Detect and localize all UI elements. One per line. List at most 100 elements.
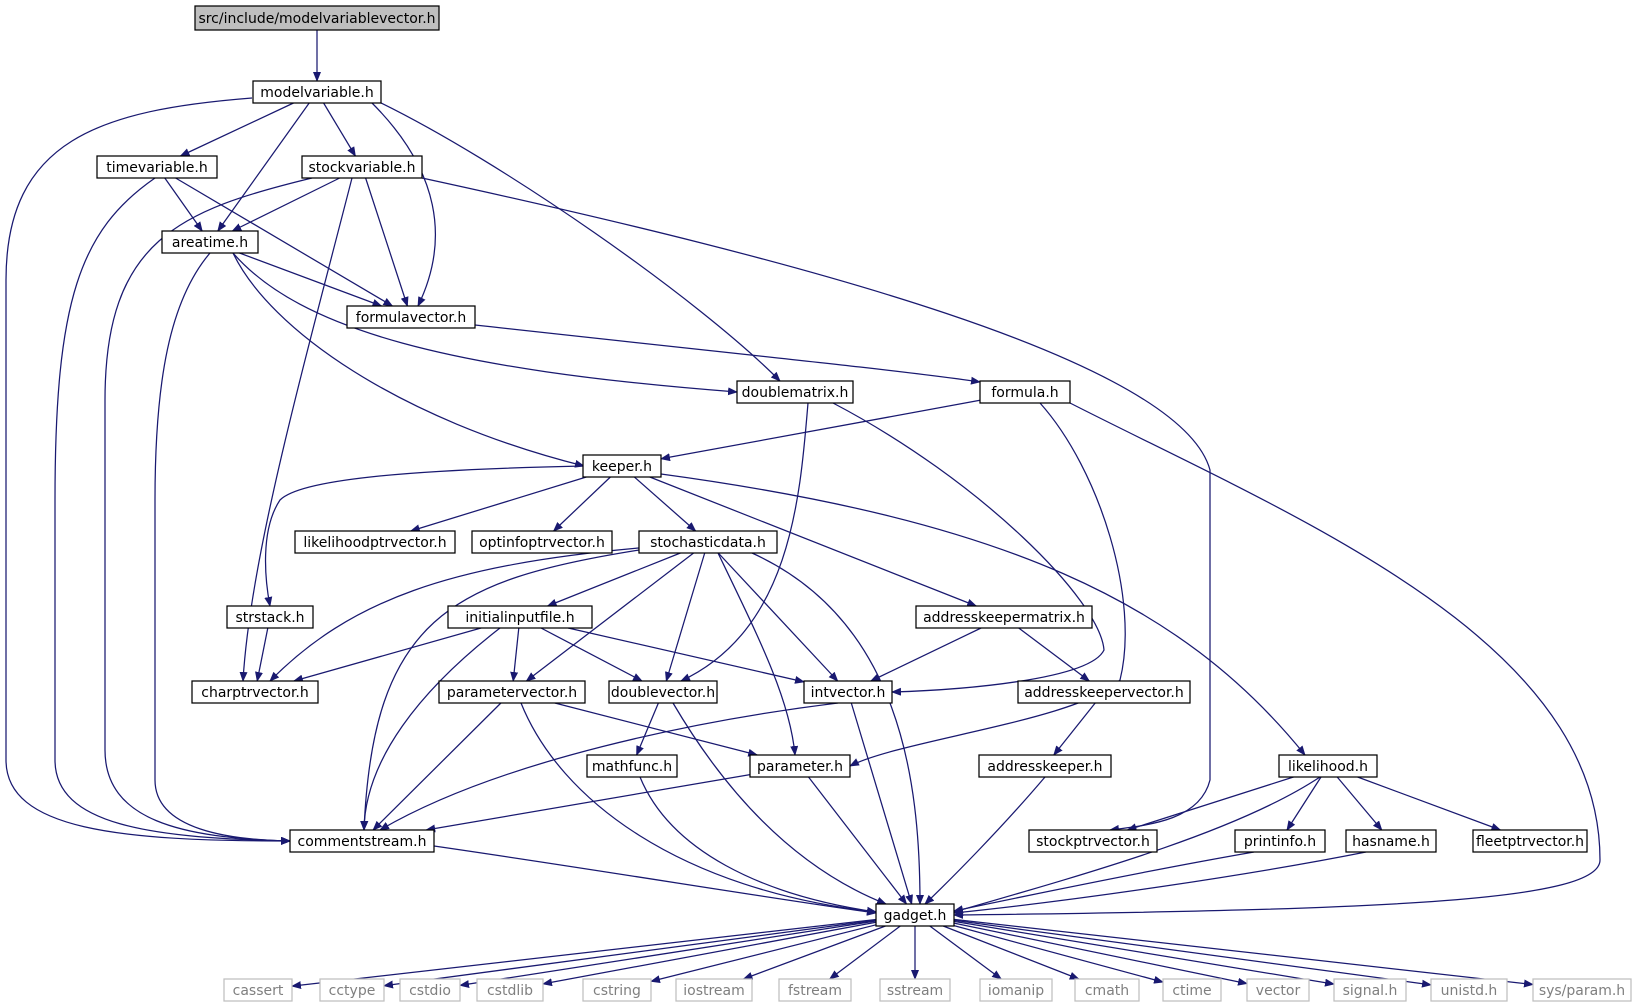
node-cassert: cassert <box>223 978 293 1002</box>
edge-gadget-to-cstdio <box>459 920 877 988</box>
edge-doublevector-to-mathfunc <box>636 702 659 756</box>
node-label: parametervector.h <box>447 685 577 701</box>
node-initialinputfile[interactable]: initialinputfile.h <box>447 605 593 629</box>
node-formula[interactable]: formula.h <box>979 380 1071 404</box>
node-hasname[interactable]: hasname.h <box>1345 829 1437 853</box>
node-box <box>223 978 293 1002</box>
edge-modelvariable-to-areatime <box>217 102 310 232</box>
node-label: cstring <box>593 983 641 999</box>
node-commentstream[interactable]: commentstream.h <box>289 829 435 853</box>
node-box <box>471 530 613 554</box>
edge-gadget-to-cctype <box>383 919 877 989</box>
node-box <box>161 230 259 254</box>
node-addresskeeper[interactable]: addresskeeper.h <box>978 754 1112 778</box>
node-keeper[interactable]: keeper.h <box>582 454 662 478</box>
edge-mathfunc-to-gadget <box>639 776 877 915</box>
node-box <box>608 680 718 704</box>
node-label: likelihoodptrvector.h <box>303 535 446 551</box>
edge-stochasticdata-to-parameter <box>717 552 799 756</box>
node-box <box>1472 829 1588 853</box>
node-label: signal.h <box>1343 983 1398 999</box>
node-root[interactable]: src/include/modelvariablevector.h <box>194 5 440 31</box>
node-label: commentstream.h <box>298 834 427 850</box>
node-label: formula.h <box>991 385 1058 401</box>
node-label: doublevector.h <box>611 685 715 701</box>
edge-areatime-to-doublematrix <box>232 252 738 396</box>
edge-modelvariable-to-stockvariable <box>323 102 356 157</box>
node-label: fstream <box>788 983 842 999</box>
edge-parametervector-to-gadget <box>520 702 877 915</box>
node-label: fleetptrvector.h <box>1476 834 1584 850</box>
node-stockvariable[interactable]: stockvariable.h <box>301 155 423 179</box>
node-parametervector[interactable]: parametervector.h <box>438 680 586 704</box>
edge-formulavector-to-formula <box>474 324 981 385</box>
node-label: src/include/modelvariablevector.h <box>198 11 435 27</box>
node-label: addresskeeper.h <box>987 759 1102 775</box>
edge-parameter-to-commentstream <box>425 773 751 833</box>
node-mathfunc[interactable]: mathfunc.h <box>586 754 678 778</box>
node-stochasticdata[interactable]: stochasticdata.h <box>638 530 778 554</box>
edge-gadget-to-cmath <box>942 925 1080 980</box>
node-intvector[interactable]: intvector.h <box>803 680 893 704</box>
edge-stochasticdata-to-doublevector <box>665 552 706 682</box>
node-box <box>346 305 476 329</box>
node-likelihood[interactable]: likelihood.h <box>1278 754 1378 778</box>
node-modelvariable[interactable]: modelvariable.h <box>252 80 382 104</box>
node-optinfoptrvector[interactable]: optinfoptrvector.h <box>471 530 613 554</box>
node-box <box>319 978 385 1002</box>
node-iomanip: iomanip <box>979 978 1053 1002</box>
node-gadget[interactable]: gadget.h <box>875 903 955 927</box>
node-areatime[interactable]: areatime.h <box>161 230 259 254</box>
node-box <box>675 978 753 1002</box>
node-sysparam: sys/param.h <box>1532 978 1632 1002</box>
node-label: parameter.h <box>757 759 843 775</box>
node-label: cstdio <box>409 983 451 999</box>
node-box <box>191 680 319 704</box>
node-label: ctime <box>1172 983 1211 999</box>
node-cstdio: cstdio <box>399 978 461 1002</box>
edge-stochasticdata-to-commentstream <box>360 549 640 831</box>
node-charptrvector[interactable]: charptrvector.h <box>191 680 319 704</box>
node-box <box>226 605 314 629</box>
edge-areatime-to-formulavector <box>239 252 383 307</box>
edge-stockvariable-to-areatime <box>231 177 340 232</box>
edge-gadget-to-signal <box>953 920 1335 987</box>
node-box <box>1017 680 1191 704</box>
node-fleetptrvector[interactable]: fleetptrvector.h <box>1472 829 1588 853</box>
node-box <box>1162 978 1222 1002</box>
edge-gadget-to-cstring <box>650 924 877 984</box>
node-label: mathfunc.h <box>592 759 672 775</box>
edge-strstack-to-charptrvector <box>255 627 269 682</box>
node-box <box>476 978 544 1002</box>
node-label: vector <box>1256 983 1301 999</box>
node-timevariable[interactable]: timevariable.h <box>96 155 218 179</box>
node-box <box>289 829 435 853</box>
node-doublevector[interactable]: doublevector.h <box>608 680 718 704</box>
node-label: charptrvector.h <box>201 685 308 701</box>
node-likelihoodptrvector[interactable]: likelihoodptrvector.h <box>294 530 456 554</box>
node-parameter[interactable]: parameter.h <box>749 754 851 778</box>
node-box <box>879 978 951 1002</box>
node-ctime: ctime <box>1162 978 1222 1002</box>
edge-commentstream-to-gadget <box>433 845 877 916</box>
node-formulavector[interactable]: formulavector.h <box>346 305 476 329</box>
node-stockptrvector[interactable]: stockptrvector.h <box>1028 829 1158 853</box>
node-box <box>875 903 955 927</box>
node-addresskeepervector[interactable]: addresskeepervector.h <box>1017 680 1191 704</box>
node-printinfo[interactable]: printinfo.h <box>1234 829 1326 853</box>
edge-stockvariable-to-commentstream <box>104 177 313 845</box>
node-strstack[interactable]: strstack.h <box>226 605 314 629</box>
node-box <box>1234 829 1326 853</box>
node-addresskeepermatrix[interactable]: addresskeepermatrix.h <box>915 605 1093 629</box>
node-box <box>1345 829 1437 853</box>
node-label: iostream <box>683 983 745 999</box>
node-box <box>803 680 893 704</box>
node-doublematrix[interactable]: doublematrix.h <box>736 380 854 404</box>
edge-doublematrix-to-doublevector <box>680 402 809 682</box>
edge-areatime-to-commentstream <box>154 252 291 845</box>
node-box <box>447 605 593 629</box>
nodes-layer: src/include/modelvariablevector.h modelva… <box>96 5 1632 1002</box>
node-label: strstack.h <box>235 610 304 626</box>
node-box <box>978 754 1112 778</box>
edge-modelvariable-to-timevariable <box>179 102 294 157</box>
